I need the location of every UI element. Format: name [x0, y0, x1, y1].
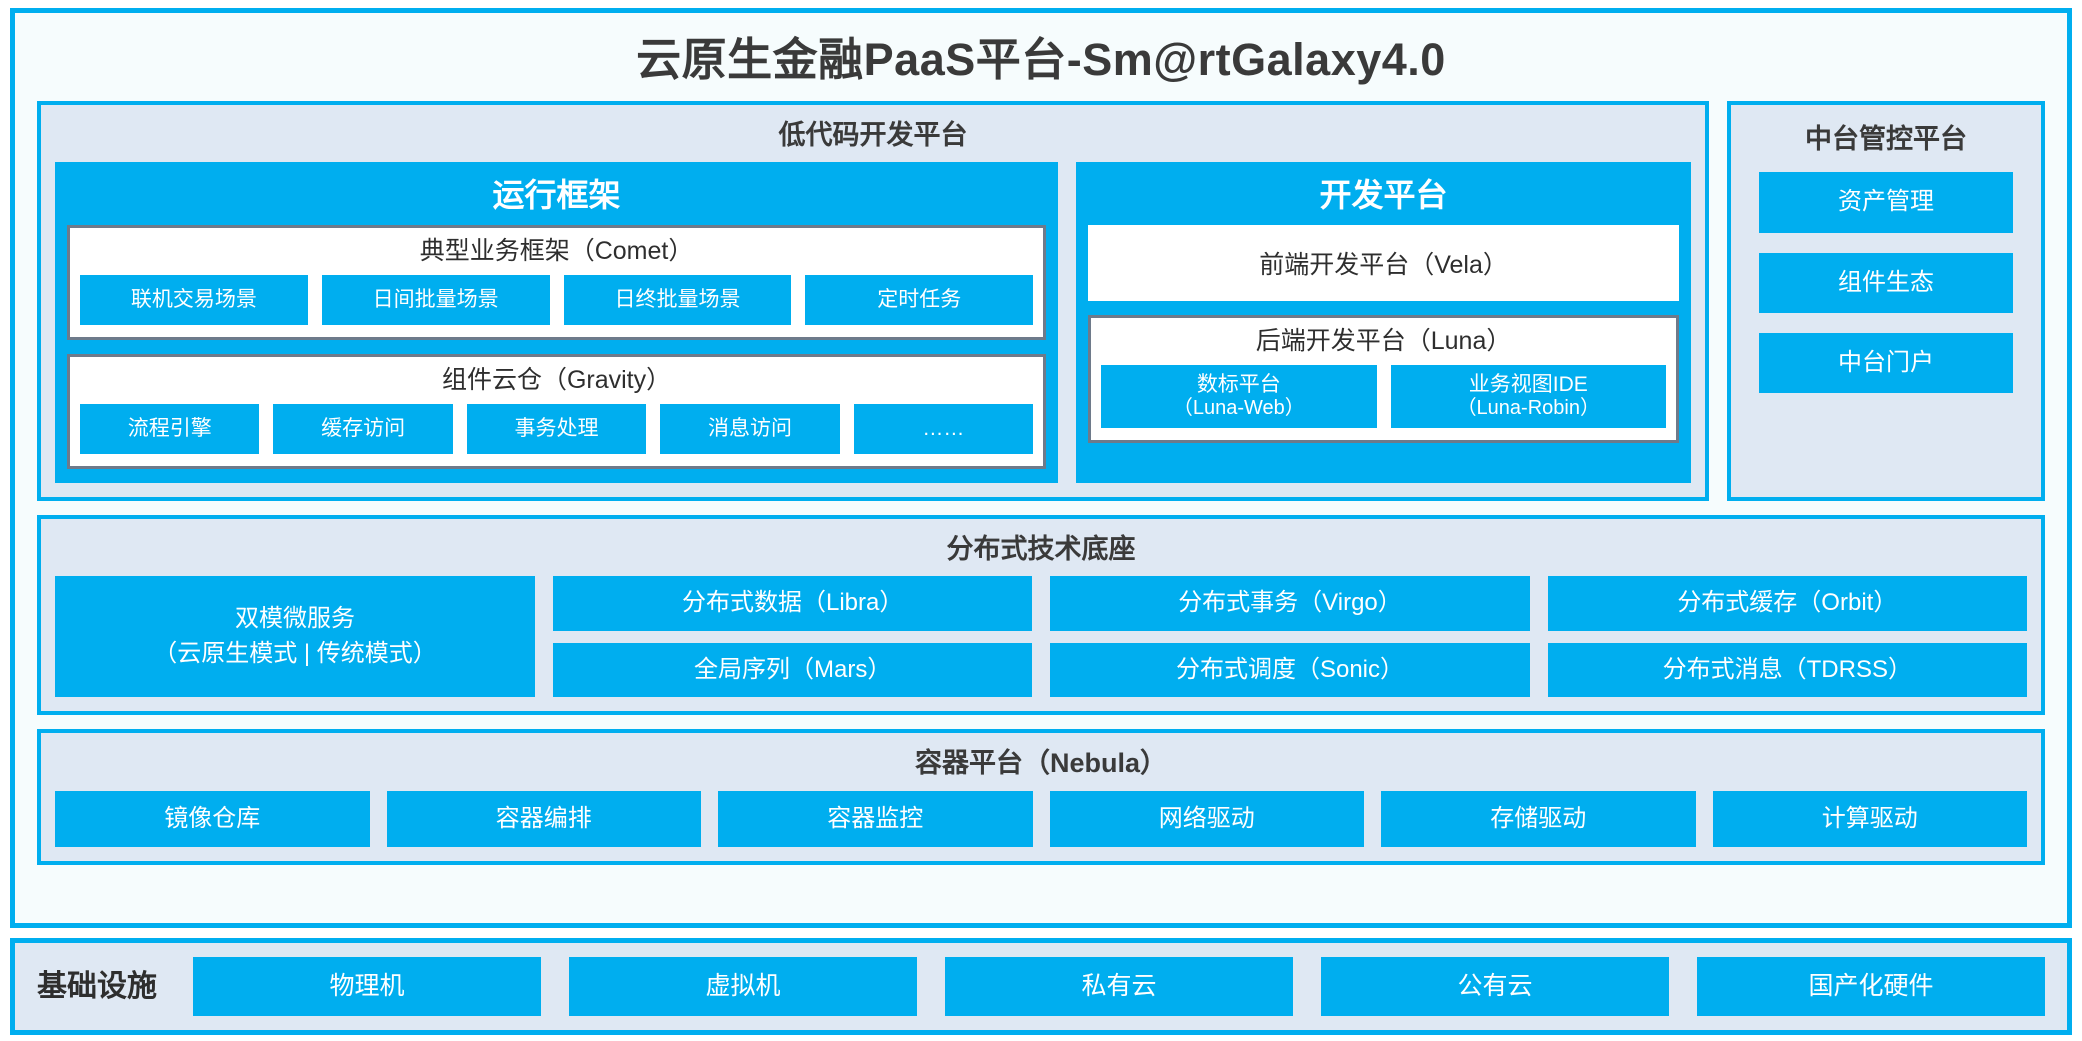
comet-chip[interactable]: 定时任务	[805, 274, 1034, 326]
gravity-chip[interactable]: 流程引擎	[80, 403, 260, 454]
dual-mode-microservice-cell[interactable]: 双模微服务 （云原生模式 | 传统模式）	[55, 576, 535, 698]
container-cell-compute-driver[interactable]: 计算驱动	[1712, 790, 2027, 848]
gravity-chip-more[interactable]: ……	[853, 403, 1034, 454]
mid-item-component-ecosystem[interactable]: 组件生态	[1759, 252, 2013, 313]
middle-control-platform-panel: 中台管控平台 资产管理 组件生态 中台门户	[1727, 100, 2045, 501]
luna-robin-chip[interactable]: 业务视图IDE （Luna-Robin）	[1390, 364, 1666, 429]
tech-base-panel: 分布式技术底座 双模微服务 （云原生模式 | 传统模式） 分布式数据（Libra…	[37, 514, 2045, 716]
infrastructure-panel: 基础设施 物理机 虚拟机 私有云 公有云 国产化硬件	[10, 937, 2072, 1035]
tech-cell-libra[interactable]: 分布式数据（Libra）	[553, 576, 1033, 631]
infra-item-domestic-hardware[interactable]: 国产化硬件	[1697, 956, 2045, 1016]
lowcode-platform-panel: 低代码开发平台 运行框架 典型业务框架（Comet） 联机交易场景 日间批量场景…	[37, 100, 1709, 501]
comet-group: 典型业务框架（Comet） 联机交易场景 日间批量场景 日终批量场景 定时任务	[67, 225, 1047, 341]
gravity-group: 组件云仓（Gravity） 流程引擎 缓存访问 事务处理 消息访问 ……	[67, 354, 1047, 469]
luna-web-chip[interactable]: 数标平台 （Luna-Web）	[1101, 364, 1377, 429]
container-cell-network-driver[interactable]: 网络驱动	[1049, 790, 1364, 848]
infrastructure-label: 基础设施	[37, 969, 157, 1003]
lowcode-platform-body: 运行框架 典型业务框架（Comet） 联机交易场景 日间批量场景 日终批量场景 …	[55, 162, 1691, 483]
mid-item-portal[interactable]: 中台门户	[1759, 332, 2013, 394]
top-row: 低代码开发平台 运行框架 典型业务框架（Comet） 联机交易场景 日间批量场景…	[37, 100, 2045, 501]
tech-base-body: 双模微服务 （云原生模式 | 传统模式） 分布式数据（Libra） 全局序列（M…	[55, 576, 2027, 698]
container-platform-panel: 容器平台（Nebula） 镜像仓库 容器编排 容器监控 网络驱动 存储驱动 计算…	[37, 729, 2045, 866]
infra-item-virtual-machine[interactable]: 虚拟机	[569, 956, 917, 1016]
gravity-chip-row: 流程引擎 缓存访问 事务处理 消息访问 ……	[80, 403, 1034, 454]
container-cell-orchestration[interactable]: 容器编排	[386, 790, 701, 848]
container-platform-title: 容器平台（Nebula）	[914, 748, 1168, 779]
middle-control-item-list: 资产管理 组件生态 中台门户	[1745, 172, 2027, 401]
tech-cell-orbit[interactable]: 分布式缓存（Orbit）	[1547, 576, 2027, 631]
comet-chip[interactable]: 日终批量场景	[563, 274, 792, 326]
gravity-chip[interactable]: 缓存访问	[273, 403, 453, 454]
tech-cell-sonic[interactable]: 分布式调度（Sonic）	[1050, 642, 1530, 698]
backend-platform-group: 后端开发平台（Luna） 数标平台 （Luna-Web） 业务视图IDE （Lu…	[1088, 315, 1679, 444]
luna-web-sub: （Luna-Web）	[1172, 397, 1305, 420]
tech-cell-virgo[interactable]: 分布式事务（Virgo）	[1050, 576, 1530, 631]
infra-item-private-cloud[interactable]: 私有云	[945, 956, 1293, 1016]
gravity-chip[interactable]: 消息访问	[660, 403, 840, 454]
page-title: 云原生金融PaaS平台-Sm@rtGalaxy4.0	[636, 34, 1446, 85]
luna-robin-main: 业务视图IDE	[1468, 372, 1588, 396]
gravity-chip[interactable]: 事务处理	[466, 403, 647, 454]
lowcode-platform-title: 低代码开发平台	[778, 119, 968, 150]
backend-platform-title: 后端开发平台（Luna）	[1255, 327, 1512, 356]
tech-base-column-3: 分布式缓存（Orbit） 分布式消息（TDRSS）	[1547, 576, 2027, 698]
luna-robin-sub: （Luna-Robin）	[1456, 397, 1600, 420]
backend-chip-row: 数标平台 （Luna-Web） 业务视图IDE （Luna-Robin）	[1101, 364, 1666, 429]
comet-chip[interactable]: 日间批量场景	[321, 274, 550, 326]
container-cell-storage-driver[interactable]: 存储驱动	[1381, 790, 1696, 848]
tech-base-microservice-column: 双模微服务 （云原生模式 | 传统模式）	[55, 576, 535, 698]
tech-base-column-2: 分布式事务（Virgo） 分布式调度（Sonic）	[1050, 576, 1530, 698]
comet-chip[interactable]: 联机交易场景	[80, 274, 308, 326]
tech-base-title: 分布式技术底座	[946, 533, 1136, 564]
luna-web-main: 数标平台	[1196, 372, 1281, 396]
infra-item-physical-machine[interactable]: 物理机	[193, 956, 541, 1016]
infra-item-public-cloud[interactable]: 公有云	[1321, 956, 1669, 1016]
mid-item-asset-management[interactable]: 资产管理	[1759, 172, 2013, 233]
dual-mode-line1: 双模微服务	[235, 604, 355, 632]
development-platform-title: 开发平台	[1319, 177, 1448, 214]
gravity-group-title: 组件云仓（Gravity）	[441, 366, 672, 395]
middle-control-platform-title: 中台管控平台	[1805, 123, 1967, 154]
runtime-framework-card: 运行框架 典型业务框架（Comet） 联机交易场景 日间批量场景 日终批量场景 …	[55, 162, 1059, 483]
development-platform-card: 开发平台 前端开发平台（Vela） 后端开发平台（Luna） 数标平台 （Lun…	[1076, 162, 1691, 483]
frontend-platform-bar[interactable]: 前端开发平台（Vela）	[1088, 225, 1679, 302]
container-cell-monitoring[interactable]: 容器监控	[718, 790, 1033, 848]
tech-base-column-1: 分布式数据（Libra） 全局序列（Mars）	[553, 576, 1033, 698]
runtime-framework-title: 运行框架	[492, 177, 621, 214]
comet-chip-row: 联机交易场景 日间批量场景 日终批量场景 定时任务	[80, 274, 1034, 326]
tech-cell-mars[interactable]: 全局序列（Mars）	[553, 642, 1033, 698]
infrastructure-item-list: 物理机 虚拟机 私有云 公有云 国产化硬件	[193, 956, 2045, 1016]
comet-group-title: 典型业务框架（Comet）	[419, 237, 694, 266]
container-cell-image-registry[interactable]: 镜像仓库	[55, 790, 370, 848]
main-architecture-frame: 云原生金融PaaS平台-Sm@rtGalaxy4.0 低代码开发平台 运行框架 …	[10, 8, 2072, 928]
tech-cell-tdrss[interactable]: 分布式消息（TDRSS）	[1547, 642, 2027, 698]
container-platform-row: 镜像仓库 容器编排 容器监控 网络驱动 存储驱动 计算驱动	[55, 790, 2027, 848]
dual-mode-line2: （云原生模式 | 传统模式）	[153, 639, 437, 667]
